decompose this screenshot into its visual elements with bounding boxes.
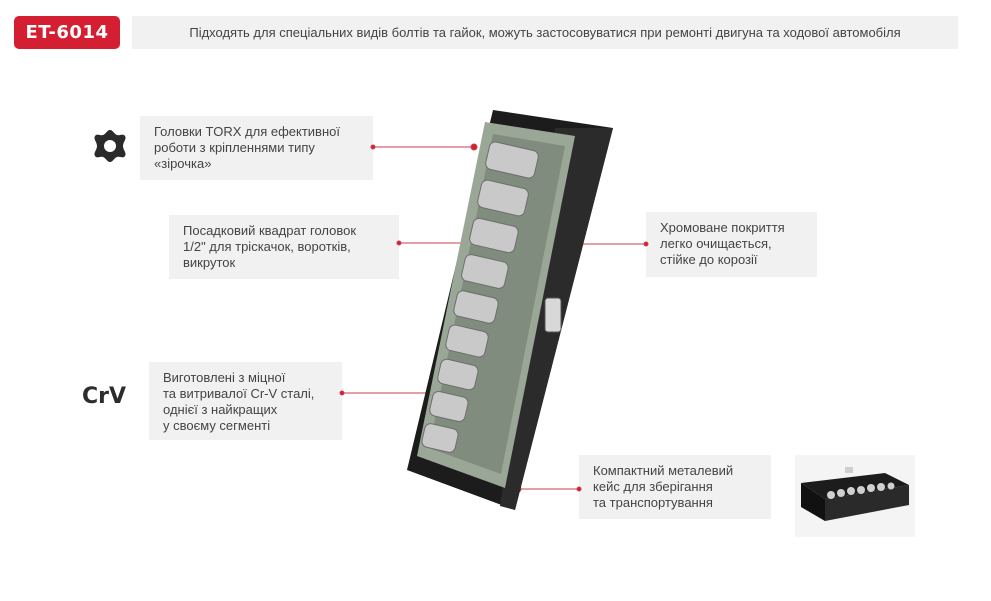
crv-callout: Виготовлені з міцної та витривалої Cr-V … <box>149 362 342 440</box>
chrome-callout: Хромоване покриття легко очищається, сті… <box>646 212 817 277</box>
case-callout: Компактний металевий кейс для зберігання… <box>579 455 771 519</box>
torx-star-icon <box>94 130 126 162</box>
crv-label: CrV <box>82 384 127 409</box>
torx-callout: Головки TORX для ефективної роботи з крі… <box>140 116 373 180</box>
socket-set-case-image <box>407 110 613 510</box>
model-badge: ET-6014 <box>14 16 120 49</box>
case-thumbnail-image <box>795 455 915 537</box>
headline-banner: Підходять для спеціальних видів болтів т… <box>132 16 958 49</box>
square-drive-callout: Посадковий квадрат головок 1/2" для тріс… <box>169 215 399 279</box>
